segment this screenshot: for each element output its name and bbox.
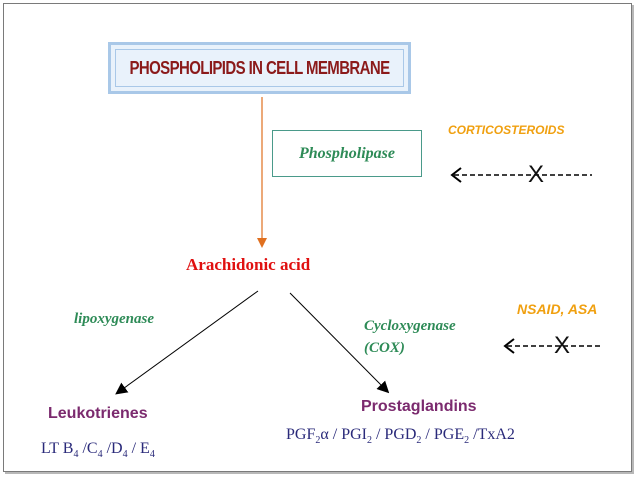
arrow-arachidonic-to-prostaglandins	[289, 292, 390, 394]
prostaglandins-list-part-5: /TxA2	[469, 426, 515, 443]
phospholipids-title: PHOSPHOLIPIDS IN CELL MEMBRANE	[129, 57, 390, 79]
leukotrienes-list: LT B4 /C4 /D4 / E4	[41, 440, 155, 461]
prostaglandins-list-sub-4: 2	[464, 435, 470, 447]
prostaglandins-list-part-1: PGF	[286, 426, 316, 443]
prostaglandins-list: PGF2α / PGI2 / PGD2 / PGE2 /TxA2	[286, 426, 515, 447]
prostaglandins-list-part-3: / PGD	[371, 426, 417, 443]
nsaid-asa-label: NSAID, ASA	[517, 301, 598, 317]
leukotrienes-list-part-4: / E	[127, 440, 150, 457]
phospholipase-box: Phospholipase	[272, 130, 422, 177]
phospholipids-box-inner-border	[115, 49, 404, 87]
cyclooxygenase-label: Cycloxygenase	[364, 318, 456, 334]
lipoxygenase-label: lipoxygenase	[74, 311, 154, 327]
nsaid-inhibition-x: X	[554, 332, 571, 359]
corticosteroids-label: CORTICOSTEROIDS	[448, 123, 565, 137]
leukotrienes-list-sub-2: 4	[97, 449, 103, 461]
leukotrienes-list-part-2: /C	[78, 440, 98, 457]
leukotrienes-list-sub-3: 4	[122, 449, 128, 461]
leukotrienes-list-sub-1: 4	[73, 449, 79, 461]
prostaglandins-list-part-2: α / PGI	[320, 426, 367, 443]
corticosteroids-inhibition-x: X	[528, 161, 545, 188]
prostaglandins-list-sub-1: 2	[315, 435, 321, 447]
phospholipids-box: PHOSPHOLIPIDS IN CELL MEMBRANE	[108, 42, 411, 94]
leukotrienes-list-part-3: /D	[102, 440, 123, 457]
inhibition-arrow-corticosteroids	[450, 167, 592, 183]
prostaglandins-list-sub-3: 2	[416, 435, 422, 447]
diagram-frame	[3, 3, 632, 472]
prostaglandins-list-sub-2: 2	[366, 435, 372, 447]
cox-abbreviation-label: (COX)	[364, 340, 405, 356]
leukotrienes-list-sub-4: 4	[149, 449, 155, 461]
leukotrienes-label: Leukotrienes	[48, 405, 148, 422]
arachidonic-acid-label: Arachidonic acid	[186, 255, 311, 274]
arrow-arachidonic-to-leukotrienes	[115, 290, 259, 395]
phospholipase-label: Phospholipase	[298, 144, 395, 162]
prostaglandins-list-part-4: / PGE	[421, 426, 465, 443]
prostaglandins-label: Prostaglandins	[361, 398, 477, 415]
inhibition-arrow-nsaid	[503, 338, 602, 354]
leukotrienes-list-part-1: LT B	[41, 440, 74, 457]
